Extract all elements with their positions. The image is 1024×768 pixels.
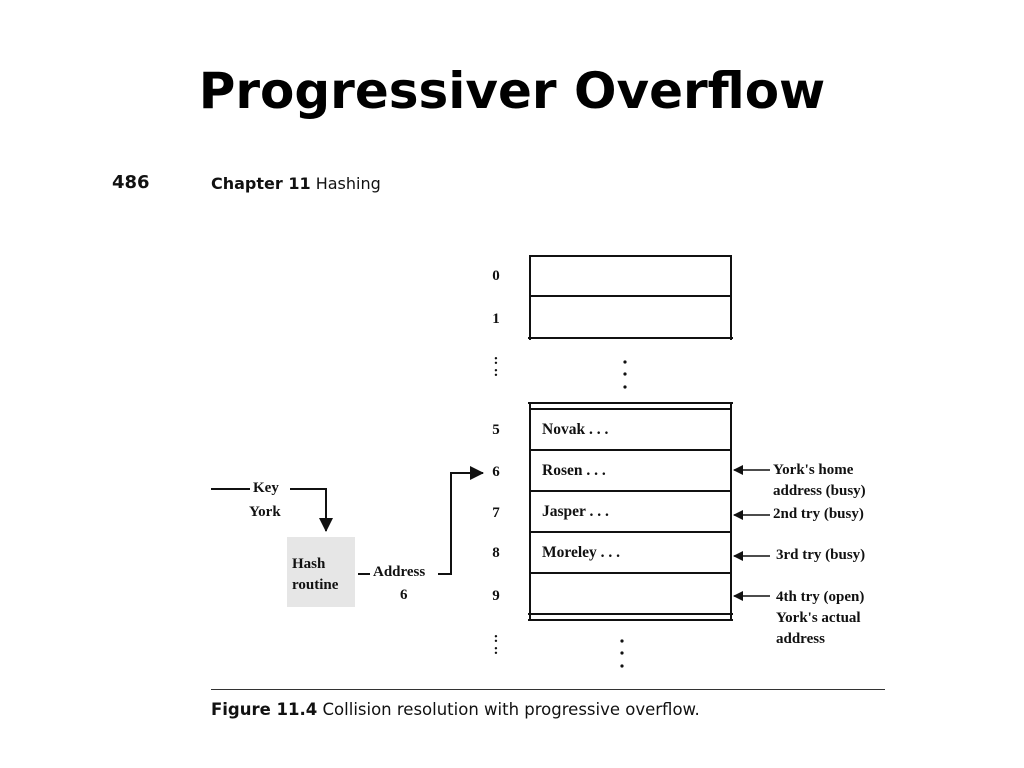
page-number: 486 xyxy=(112,172,150,193)
annotation-line: address (busy) xyxy=(773,483,866,499)
caption-divider xyxy=(211,689,885,690)
table-ellipsis xyxy=(620,360,627,668)
row-index-8: 8 xyxy=(492,545,500,561)
hash-routine-label: Hash routine xyxy=(292,554,352,596)
table-bottom-section xyxy=(528,402,733,621)
annotation-fourth-try: 4th try (open) York's actual address xyxy=(776,587,864,650)
chapter-heading: Chapter 11 Hashing xyxy=(211,174,381,193)
hash-routine-box xyxy=(287,537,355,607)
row-index-gap-dot: : xyxy=(493,630,499,646)
row-index-1: 1 xyxy=(492,311,500,327)
address-to-row-6-arrow xyxy=(438,466,484,575)
key-flow-arrows xyxy=(211,466,484,575)
row-index-6: 6 xyxy=(492,464,500,480)
figure-number: Figure 11.4 xyxy=(211,700,318,719)
hash-routine-line1: Hash xyxy=(292,556,326,572)
annotation-home-address: York's home address (busy) xyxy=(773,460,866,502)
key-value: York xyxy=(249,504,281,520)
key-label: Key xyxy=(253,480,279,496)
hash-routine-line2: routine xyxy=(292,577,339,593)
address-value: 6 xyxy=(400,587,408,603)
annotation-line: York's home xyxy=(773,462,854,478)
row-index-gap-dot: : xyxy=(493,364,499,380)
table-cell-novak: Novak . . . xyxy=(542,421,609,438)
annotation-line: 4th try (open) xyxy=(776,589,865,605)
table-cell-moreley: Moreley . . . xyxy=(542,544,621,561)
row-index-7: 7 xyxy=(492,505,500,521)
row-index-5: 5 xyxy=(492,422,500,438)
annotation-second-try: 2nd try (busy) xyxy=(773,506,864,522)
row-index-gap-top: : : xyxy=(486,352,506,380)
table-cell-rosen: Rosen . . . xyxy=(542,462,606,479)
table-top-section xyxy=(528,255,733,340)
annotation-line: address xyxy=(776,631,825,647)
table-cell-jasper: Jasper . . . xyxy=(542,503,609,520)
row-index-9: 9 xyxy=(492,588,500,604)
chapter-title: Hashing xyxy=(315,174,381,193)
chapter-number: Chapter 11 xyxy=(211,174,311,193)
slide-title: Progressiver Overflow xyxy=(198,62,826,120)
row-index-0: 0 xyxy=(492,268,500,284)
annotation-third-try: 3rd try (busy) xyxy=(776,547,866,563)
annotation-line: York's actual xyxy=(776,610,861,626)
key-to-hash-arrow xyxy=(290,488,333,532)
row-index-gap-bottom: : : xyxy=(486,630,506,658)
figure-caption: Figure 11.4 Collision resolution with pr… xyxy=(211,700,700,719)
table-row-0 xyxy=(529,255,732,297)
address-label: Address xyxy=(373,564,426,580)
figure-caption-text: Collision resolution with progressive ov… xyxy=(322,700,700,719)
annotation-arrows xyxy=(733,465,770,601)
row-index-gap-dot: : xyxy=(493,352,499,368)
row-index-gap-dot: : xyxy=(493,642,499,658)
